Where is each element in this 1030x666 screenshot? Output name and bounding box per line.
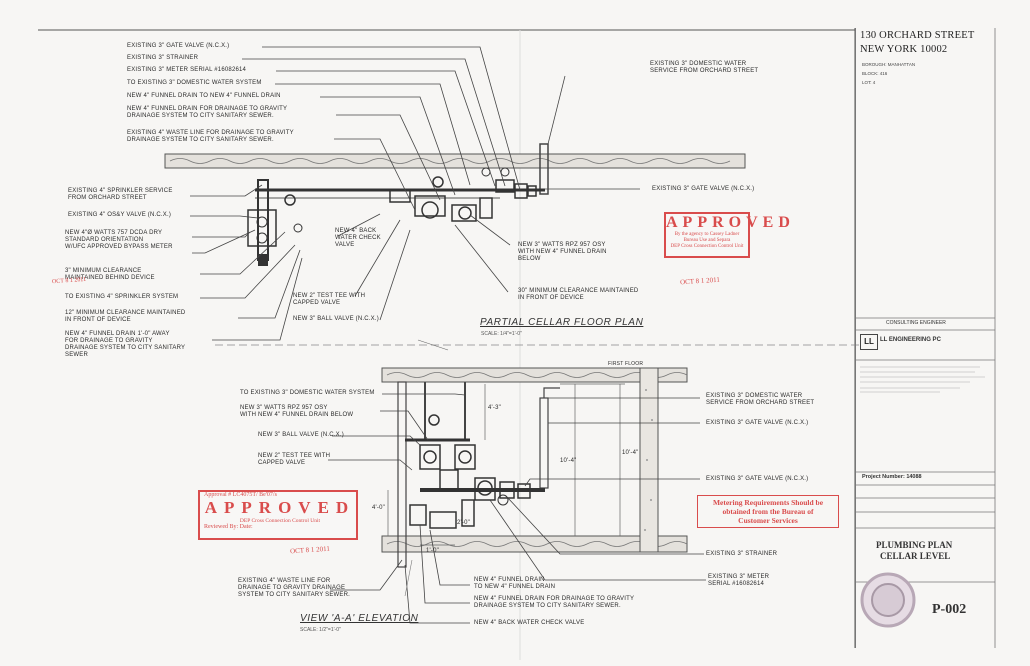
label-funnel-gravity-lower: NEW 4" FUNNEL DRAIN FOR DRAINAGE TO GRAV… (474, 596, 635, 609)
label-clearance-front: 12" MINIMUM CLEARANCE MAINTAINED IN FRON… (65, 310, 186, 323)
approved-unit-2: DEP Cross Connection Control Unit (239, 518, 321, 524)
plan-title: PARTIAL CELLAR FLOOR PLAN (480, 317, 644, 328)
pe-seal (860, 572, 916, 628)
approved-reviewed-by: Reviewed By: Date: (204, 524, 253, 530)
meter-requirements-note: Metering Requirements Should be obtained… (697, 495, 839, 528)
approved-stamp-1: APPROVED By the agency to Cassey Ladner … (664, 212, 795, 258)
label-funnel-drain-lower: NEW 4" FUNNEL DRAIN TO NEW 4" FUNNEL DRA… (474, 577, 556, 590)
label-gate-valve-lower-2: EXISTING 3" GATE VALVE (N.C.X.) (706, 476, 809, 482)
elevation-scale: SCALE: 1/2"=1'-0" (300, 627, 341, 633)
slab-label: FIRST FLOOR (608, 361, 644, 367)
label-to-domestic: TO EXISTING 3" DOMESTIC WATER SYSTEM (127, 80, 262, 86)
label-strainer: EXISTING 3" STRAINER (127, 55, 199, 61)
approved-sub-3: DEP Cross Connection Control Unit (670, 244, 744, 249)
sheet-number: P-002 (932, 602, 967, 617)
label-meter-lower: EXISTING 3" METER SERIAL #16082614 (708, 574, 770, 587)
dim-5: 1'-0" (426, 548, 439, 554)
label-back-water-check-lower: NEW 4" BACK WATER CHECK VALVE (474, 620, 585, 626)
label-sprinkler-service: EXISTING 4" SPRINKLER SERVICE FROM ORCHA… (68, 188, 173, 201)
sheet-title-1: PLUMBING PLAN (876, 540, 953, 550)
label-gate-valve-right-upper: EXISTING 3" GATE VALVE (N.C.X.) (652, 186, 755, 192)
approval-number: Approval # LC4075T/ Be'07/s (204, 492, 277, 498)
borough: BOROUGH: MANHATTAN (862, 62, 916, 67)
approved-stamp-2: Approval # LC4075T/ Be'07/s APPROVED DEP… (198, 490, 358, 540)
label-funnel-away: NEW 4" FUNNEL DRAIN 1'-0" AWAY FOR DRAIN… (65, 331, 186, 358)
project-number: Project Number: 14088 (862, 474, 922, 480)
consulting-engineer: CONSULTING ENGINEER (886, 320, 946, 326)
elevation-title: VIEW 'A-A' ELEVATION (300, 613, 419, 624)
label-domestic-service-lower: EXISTING 3" DOMESTIC WATER SERVICE FROM … (706, 393, 815, 406)
dim-1: 4'-3" (488, 405, 501, 411)
label-to-sprinkler: TO EXISTING 4" SPRINKLER SYSTEM (65, 294, 179, 300)
label-gate-valve: EXISTING 3" GATE VALVE (N.C.X.) (127, 43, 230, 49)
dim-6: 2'-0" (457, 520, 470, 526)
lower-floor-slab (381, 535, 688, 553)
label-waste-line-lower: EXISTING 4" WASTE LINE FOR DRAINAGE TO G… (238, 578, 351, 598)
dim-2: 10'-4" (560, 458, 577, 464)
firm-logo: LL (860, 334, 878, 350)
label-ball-valve-upper: NEW 3" BALL VALVE (N.C.X.) (293, 316, 379, 322)
sheet-title-2: CELLAR LEVEL (880, 551, 951, 561)
label-to-domestic-lower: TO EXISTING 3" DOMESTIC WATER SYSTEM (240, 390, 375, 396)
title-block: 130 ORCHARD STREET NEW YORK 10002 BOROUG… (855, 28, 996, 648)
label-funnel-drain-gravity: NEW 4" FUNNEL DRAIN FOR DRAINAGE TO GRAV… (127, 106, 288, 119)
label-osy-valve: EXISTING 4" OS&Y VALVE (N.C.X.) (68, 212, 172, 218)
label-domestic-service-upper: EXISTING 3" DOMESTIC WATER SERVICE FROM … (650, 61, 759, 74)
label-funnel-drain: NEW 4" FUNNEL DRAIN TO NEW 4" FUNNEL DRA… (127, 93, 281, 99)
approved-word-2: APPROVED (204, 498, 356, 517)
label-strainer-lower: EXISTING 3" STRAINER (706, 551, 778, 557)
address-line-2: NEW YORK 10002 (860, 44, 948, 55)
upper-wall (164, 153, 746, 169)
lot: LOT: 4 (862, 80, 876, 85)
label-rpz-upper: NEW 3" WATTS RPZ 957 OSY WITH NEW 4" FUN… (518, 242, 607, 262)
label-rpz-lower: NEW 3" WATTS RPZ 957 OSY WITH NEW 4" FUN… (240, 405, 354, 418)
address-line-1: 130 ORCHARD STREET (860, 30, 975, 41)
dim-4: 4'-0" (372, 505, 385, 511)
label-test-tee-lower: NEW 2" TEST TEE WITH CAPPED VALVE (258, 453, 331, 466)
approved-sub-1: By the agency to Cassey Ladner (674, 232, 740, 237)
label-ball-valve-lower: NEW 3" BALL VALVE (N.C.X.) (258, 432, 344, 438)
approved-sub-2: Bureau Use and Separa (683, 238, 731, 243)
plan-scale: SCALE: 1/4"=1'-0" (481, 331, 522, 337)
approved-word-1: APPROVED (666, 214, 795, 231)
label-dcda: NEW 4"Ø WATTS 757 DCDA DRY STANDARD ORIE… (65, 230, 173, 250)
dim-3: 10'-4" (622, 450, 639, 456)
label-30-clearance: 30" MINIMUM CLEARANCE MAINTAINED IN FRON… (518, 288, 639, 301)
lower-ceiling-slab (381, 367, 688, 383)
label-clearance-behind: 3" MINIMUM CLEARANCE MAINTAINED BEHIND D… (65, 268, 155, 281)
label-gate-valve-lower-1: EXISTING 3" GATE VALVE (N.C.X.) (706, 420, 809, 426)
firm-name: LL ENGINEERING PC (880, 337, 941, 343)
block: BLOCK: 416 (862, 71, 888, 76)
label-waste-line: EXISTING 4" WASTE LINE FOR DRAINAGE TO G… (127, 130, 294, 143)
label-back-water-check: NEW 4" BACK WATER CHECK VALVE (335, 228, 381, 248)
label-test-tee-upper: NEW 2" TEST TEE WITH CAPPED VALVE (293, 293, 366, 306)
label-meter: EXISTING 3" METER SERIAL #16082614 (127, 67, 247, 73)
